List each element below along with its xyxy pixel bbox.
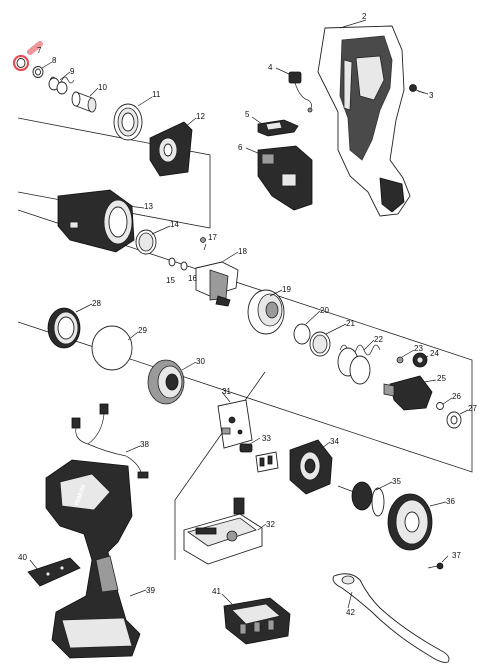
label-29: 29 bbox=[138, 326, 147, 335]
label-19: 19 bbox=[282, 285, 291, 294]
ball-part-17[interactable] bbox=[200, 237, 206, 243]
label-4: 4 bbox=[268, 63, 273, 72]
label-7: 7 bbox=[37, 46, 42, 55]
pin-parts-15-16[interactable] bbox=[168, 257, 188, 271]
label-34: 34 bbox=[330, 437, 339, 446]
board-part-31[interactable] bbox=[217, 399, 253, 449]
disc-part-29[interactable] bbox=[91, 325, 133, 371]
label-22: 22 bbox=[374, 335, 383, 344]
label-39: 39 bbox=[146, 586, 155, 595]
spindle-part-25[interactable] bbox=[383, 375, 433, 411]
cover-part-12[interactable] bbox=[149, 121, 193, 177]
pin-part-26[interactable] bbox=[436, 402, 444, 410]
housing-part-39[interactable]: makita bbox=[45, 459, 141, 659]
label-27: 27 bbox=[468, 404, 477, 413]
spindle-part-18[interactable] bbox=[195, 261, 239, 307]
ring-part-21[interactable] bbox=[309, 331, 331, 357]
part-7-highlight bbox=[12, 41, 43, 72]
screw-part-3[interactable] bbox=[409, 84, 425, 94]
switch-part-6[interactable] bbox=[257, 145, 313, 211]
label-23: 23 bbox=[414, 344, 423, 353]
rotor-part-35[interactable] bbox=[337, 481, 385, 517]
strap-part-42[interactable] bbox=[332, 573, 450, 663]
label-20: 20 bbox=[320, 306, 329, 315]
label-41: 41 bbox=[212, 587, 221, 596]
label-26: 26 bbox=[452, 392, 461, 401]
component-part-5[interactable] bbox=[257, 119, 299, 137]
lead-wire-part-38[interactable] bbox=[71, 403, 149, 479]
label-32: 32 bbox=[266, 520, 275, 529]
label-42: 42 bbox=[346, 608, 355, 617]
spring-part-22[interactable] bbox=[337, 344, 381, 385]
label-9: 9 bbox=[70, 67, 75, 76]
cover-part-11[interactable] bbox=[113, 103, 143, 141]
label-13: 13 bbox=[144, 202, 153, 211]
label-36: 36 bbox=[446, 497, 455, 506]
label-16: 16 bbox=[188, 274, 197, 283]
label-18: 18 bbox=[238, 247, 247, 256]
label-11: 11 bbox=[152, 90, 161, 99]
spring-part-9[interactable] bbox=[48, 76, 75, 95]
washer-part-20[interactable] bbox=[293, 323, 311, 345]
controller-part-32[interactable] bbox=[183, 497, 263, 565]
sleeve-part-10[interactable] bbox=[71, 91, 97, 113]
label-17: 17 bbox=[208, 233, 217, 242]
label-40: 40 bbox=[18, 553, 27, 562]
label-28: 28 bbox=[92, 299, 101, 308]
hammer-part-19[interactable] bbox=[247, 289, 285, 335]
washer-part-8[interactable] bbox=[32, 66, 44, 78]
label-31: 31 bbox=[222, 387, 231, 396]
label-15: 15 bbox=[166, 276, 175, 285]
ring-part-28[interactable] bbox=[47, 307, 81, 349]
label-30: 30 bbox=[196, 357, 205, 366]
housing-part-2[interactable] bbox=[317, 25, 411, 217]
label-14: 14 bbox=[170, 220, 179, 229]
terminal-part-41[interactable] bbox=[223, 597, 291, 645]
label-5: 5 bbox=[245, 110, 250, 119]
label-25: 25 bbox=[437, 374, 446, 383]
label-21: 21 bbox=[346, 319, 355, 328]
label-2: 2 bbox=[362, 12, 367, 21]
washer-part-27[interactable] bbox=[446, 411, 462, 429]
terminal-part-33[interactable] bbox=[239, 443, 279, 473]
part-labels: 2 3 4 5 6 7 8 9 10 11 12 13 14 15 16 17 … bbox=[18, 12, 477, 617]
bearing-part-30[interactable] bbox=[147, 359, 185, 405]
label-33: 33 bbox=[262, 434, 271, 443]
label-3: 3 bbox=[429, 91, 434, 100]
label-35: 35 bbox=[392, 477, 401, 486]
stator-part-34[interactable] bbox=[289, 439, 333, 495]
label-24: 24 bbox=[430, 349, 439, 358]
label-37: 37 bbox=[452, 551, 461, 560]
ring-part-7[interactable] bbox=[16, 58, 26, 68]
ball-part-23[interactable] bbox=[396, 356, 404, 364]
label-8: 8 bbox=[52, 56, 57, 65]
label-10: 10 bbox=[98, 83, 107, 92]
hammer-case-part-13[interactable] bbox=[57, 189, 135, 253]
cover-part-40[interactable] bbox=[27, 557, 81, 587]
label-6: 6 bbox=[238, 143, 243, 152]
leader-lines bbox=[29, 19, 469, 609]
o-ring-part-14[interactable] bbox=[135, 229, 157, 255]
screw-part-37[interactable] bbox=[427, 562, 444, 570]
connector-part-4[interactable] bbox=[288, 71, 313, 113]
end-cover-part-36[interactable] bbox=[387, 493, 433, 551]
label-38: 38 bbox=[140, 440, 149, 449]
gear-part-24[interactable] bbox=[412, 352, 428, 368]
label-12: 12 bbox=[196, 112, 205, 121]
